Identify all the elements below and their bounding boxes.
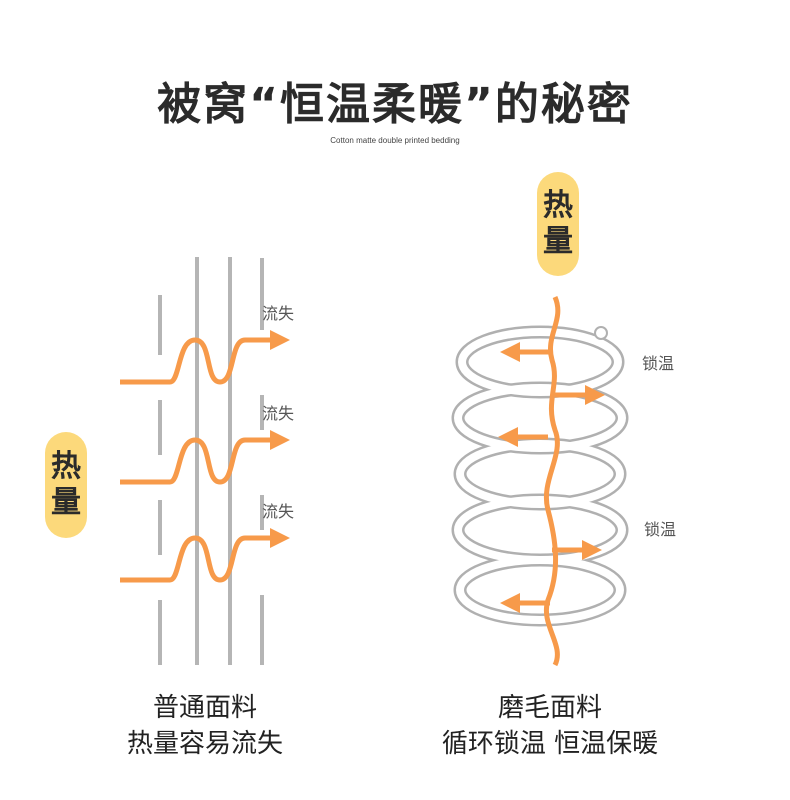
loss-label: 流失 bbox=[262, 404, 295, 423]
lock-label: 锁温 bbox=[642, 354, 675, 373]
caption-line: 磨毛面料 bbox=[497, 693, 602, 723]
caption-line: 普通面料 bbox=[152, 693, 257, 723]
caption-line: 热量容易流失 bbox=[126, 729, 283, 759]
spring-coils bbox=[451, 325, 629, 627]
fabric-fibers bbox=[158, 257, 264, 665]
heat-lock-arrows bbox=[498, 296, 605, 667]
right-caption: 磨毛面料 循环锁温 恒温保暖 bbox=[410, 690, 690, 762]
heat-badge-right: 热 量 bbox=[537, 172, 579, 276]
badge-char: 量 bbox=[543, 224, 573, 259]
lock-label: 锁温 bbox=[644, 520, 677, 539]
loss-label: 流失 bbox=[262, 304, 295, 323]
badge-char: 量 bbox=[51, 485, 81, 520]
badge-char: 热 bbox=[543, 188, 573, 223]
loss-label: 流失 bbox=[262, 502, 295, 521]
page-title: 被窝“恒温柔暖”的秘密 bbox=[157, 79, 633, 130]
left-caption: 普通面料 热量容易流失 bbox=[90, 690, 320, 762]
heat-loss-arrows bbox=[120, 330, 290, 583]
caption-line: 循环锁温 恒温保暖 bbox=[441, 729, 659, 759]
page-subtitle: Cotton matte double printed bedding bbox=[330, 136, 460, 145]
heat-badge-left: 热 量 bbox=[45, 432, 87, 538]
badge-char: 热 bbox=[51, 449, 81, 484]
